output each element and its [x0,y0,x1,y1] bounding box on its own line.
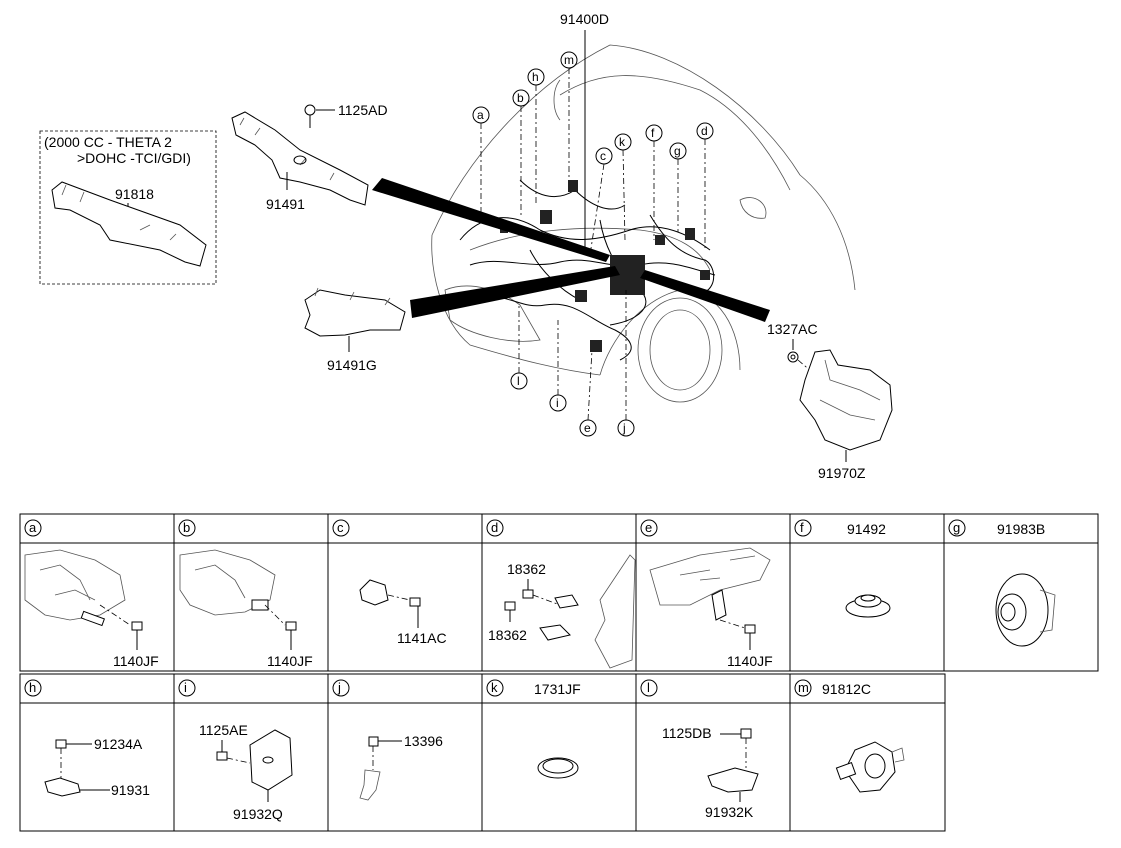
variant-box: (2000 CC - THETA 2 >DOHC -TCI/GDI) 91818 [39,130,217,285]
detail-cell-h: h 91234A 91931 [24,679,150,798]
detail-table: a 1140JF b 1140JF c [19,513,1099,832]
detail-cell-k: k 1731JF [486,679,581,779]
callout-f: f [645,124,663,240]
part-91492: 91492 [847,521,886,537]
svg-text:d: d [701,124,708,138]
svg-text:i: i [556,396,559,410]
detail-cell-d: d 18362 18362 [486,519,636,669]
part-18362-bottom: 18362 [488,627,527,643]
detail-cell-a: a 1140JF [24,519,159,669]
leader-wedge-91491 [372,178,610,262]
callout-g: g [669,142,687,232]
detail-cell-b: b 1140JF [178,519,313,669]
svg-text:h: h [29,680,36,695]
svg-text:m: m [798,680,809,695]
detail-cell-c: c 1141AC [332,519,447,646]
part-1140JF-a: 1140JF [113,653,159,669]
callout-k: k [614,133,632,241]
part-91932K: 91932K [705,804,754,820]
leader-wedge-91491G [410,266,620,318]
svg-text:l: l [647,680,650,695]
svg-text:g: g [953,520,960,535]
detail-cell-l: l 1125DB 91932K [640,679,759,820]
bracket-91491G: 91491G [304,287,406,373]
svg-text:e: e [584,421,591,435]
detail-cell-f: f 91492 [794,519,891,618]
part-91812C: 91812C [822,681,871,697]
detail-cell-m: m 91812C [794,679,905,793]
label-91970Z: 91970Z [818,465,866,481]
svg-text:j: j [622,421,626,435]
callout-b: b [512,89,530,215]
svg-text:m: m [564,53,574,67]
variant-note-line1: (2000 CC - THETA 2 [44,134,172,150]
part-13396: 13396 [404,733,443,749]
variant-note-line2: >DOHC -TCI/GDI) [77,150,191,166]
svg-text:k: k [491,680,498,695]
label-1125AD: 1125AD [338,102,388,118]
svg-text:g: g [674,144,681,158]
detail-cell-j: j 13396 [332,679,443,801]
part-1141AC: 1141AC [397,630,447,646]
part-1140JF-b: 1140JF [267,653,313,669]
bracket-91491: 91491 [231,111,369,212]
leader-wedge-91970Z [640,270,770,322]
label-91818: 91818 [115,186,154,202]
svg-text:e: e [645,520,652,535]
part-1731JF: 1731JF [534,681,581,697]
wiring-harness [459,179,716,361]
svg-text:c: c [337,520,344,535]
label-1327AC: 1327AC [767,321,818,337]
part-1125AE: 1125AE [199,722,248,738]
svg-text:f: f [651,126,655,140]
main-exploded-view: 91400D a b h m c k [39,11,893,481]
bolt-1125AD: 1125AD [304,102,388,128]
svg-text:f: f [800,520,804,535]
svg-text:l: l [517,374,520,388]
part-91234A: 91234A [94,736,143,752]
part-91932Q: 91932Q [233,806,283,822]
callout-a: a [472,106,490,215]
callout-e: e [579,349,597,437]
part-18362-top: 18362 [507,561,546,577]
vehicle-front-sketch [431,44,856,403]
callout-i: i [549,320,567,412]
label-91400D: 91400D [560,11,609,27]
svg-text:d: d [491,520,498,535]
callout-m: m [560,51,578,180]
svg-text:k: k [619,135,626,149]
part-1125DB: 1125DB [662,725,712,741]
cover-91970Z: 1327AC 91970Z [767,321,893,481]
svg-text:h: h [532,70,539,84]
svg-text:b: b [517,91,524,105]
detail-cell-e: e 1140JF [640,519,773,669]
label-91491: 91491 [266,196,305,212]
callout-c: c [589,147,613,256]
callout-l: l [510,305,528,390]
part-91931: 91931 [111,782,150,798]
svg-text:a: a [29,520,37,535]
label-91491G: 91491G [327,357,377,373]
svg-text:c: c [600,149,606,163]
part-1140JF-e: 1140JF [727,653,773,669]
detail-cell-g: g 91983B [948,519,1056,647]
part-91983B: 91983B [997,521,1045,537]
callout-d: d [696,122,714,250]
svg-text:b: b [183,520,190,535]
svg-text:i: i [184,680,187,695]
bracket-91818 [51,181,207,267]
callout-j: j [617,290,635,437]
detail-cell-i: i 1125AE 91932Q [178,679,293,822]
callout-h: h [527,68,545,205]
svg-text:a: a [477,108,484,122]
svg-text:j: j [337,680,341,695]
